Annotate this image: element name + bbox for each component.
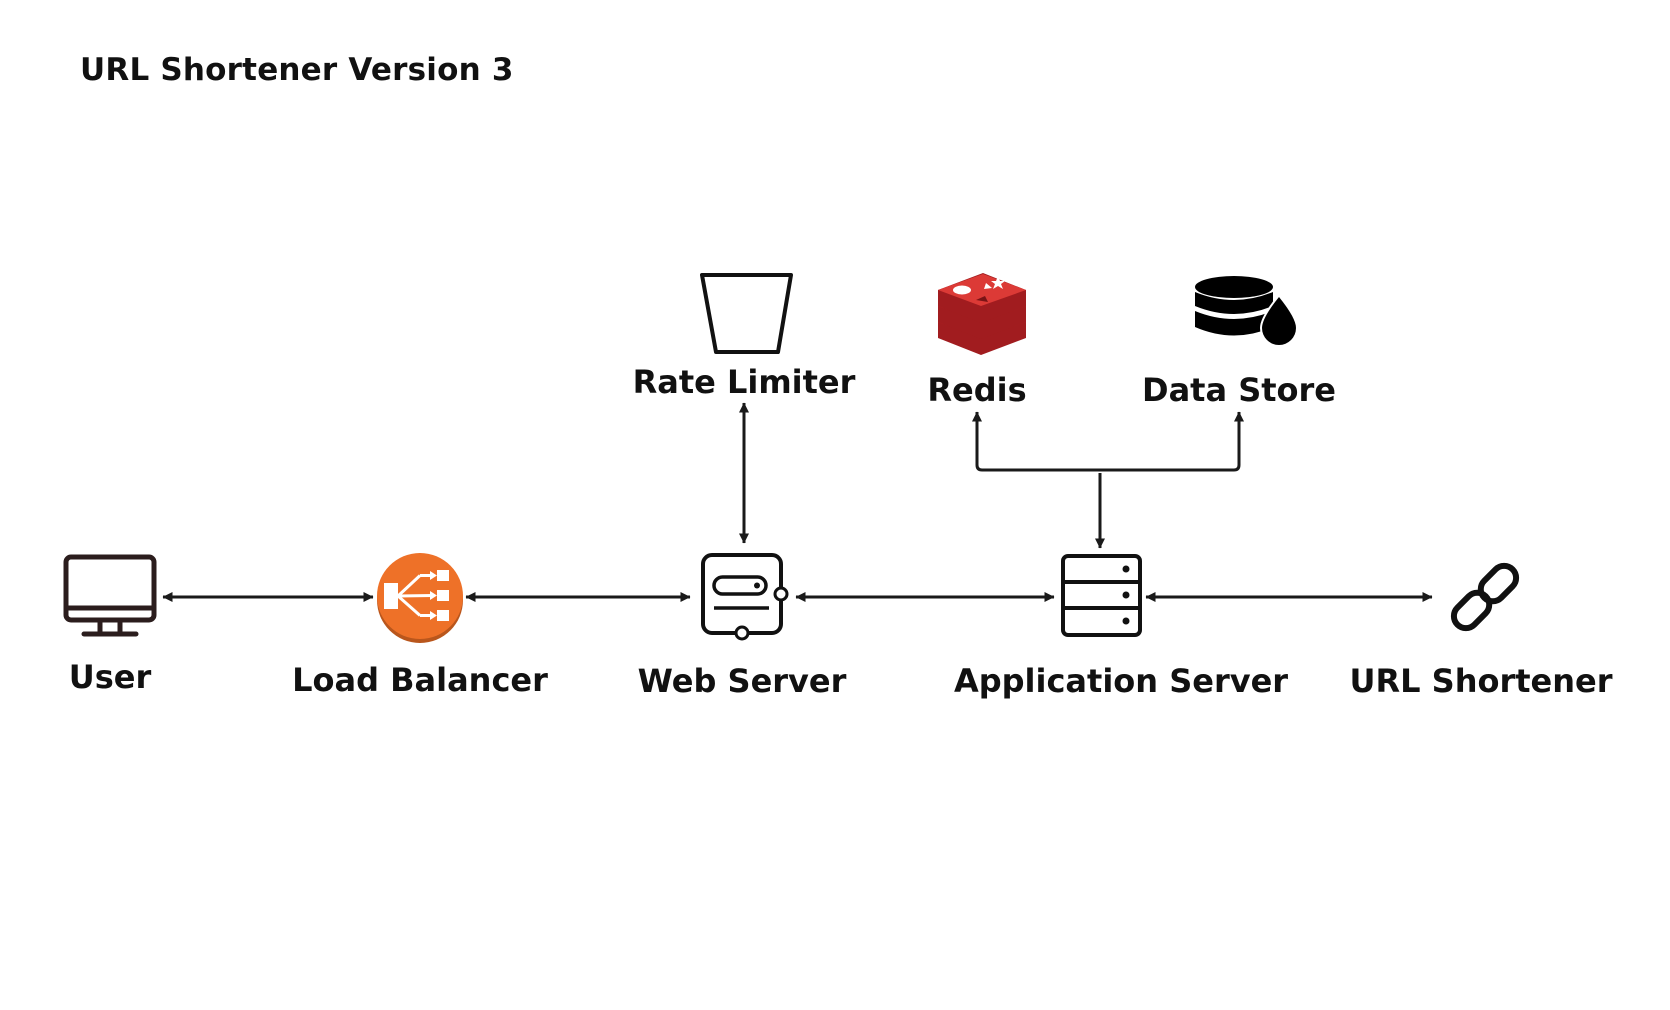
edge-branch-redis-data-store xyxy=(972,411,1244,472)
diagram-title: URL Shortener Version 3 xyxy=(80,52,514,88)
server-rack-icon xyxy=(1061,554,1142,637)
link-chain-icon xyxy=(1450,562,1520,632)
user-label: User xyxy=(68,658,152,696)
desktop-monitor-icon xyxy=(63,554,157,637)
bucket-icon xyxy=(700,273,793,354)
database-icon xyxy=(1195,276,1299,347)
web-server-label: Web Server xyxy=(637,662,847,700)
data-store-label: Data Store xyxy=(1142,371,1336,409)
load-balancer-label: Load Balancer xyxy=(292,661,548,699)
application-server-label: Application Server xyxy=(953,662,1289,700)
web-server-icon xyxy=(701,553,789,641)
redis-logo-icon xyxy=(938,273,1026,355)
load-balancer-icon xyxy=(377,553,463,643)
redis-label: Redis xyxy=(927,371,1027,409)
url-shortener-label: URL Shortener xyxy=(1349,662,1613,700)
rate-limiter-label: Rate Limiter xyxy=(632,363,856,401)
